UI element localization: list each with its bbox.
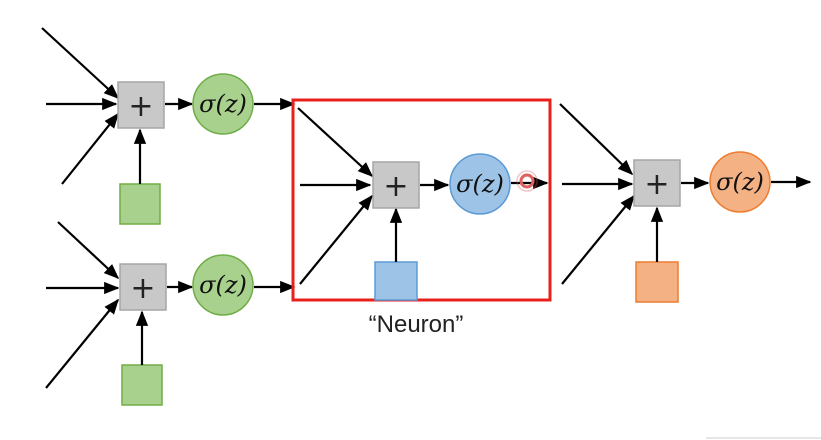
bias-square — [635, 261, 679, 303]
activation-label: σ(z) — [199, 90, 247, 118]
sum-box — [119, 263, 167, 311]
sum-symbol: + — [644, 167, 669, 202]
activation-node — [192, 73, 254, 135]
sum-box — [633, 159, 681, 207]
activation-label: σ(z) — [716, 168, 764, 196]
unit-top-left: + σ(z) — [41, 27, 254, 225]
sum-symbol: + — [130, 271, 155, 306]
activation-node — [192, 254, 254, 316]
input-arrow — [297, 107, 374, 178]
highlighted-neuron: + σ(z) — [291, 98, 552, 302]
bias-square — [374, 261, 418, 301]
input-arrow — [57, 221, 120, 280]
cursor-pointer — [519, 173, 535, 189]
input-arrow — [61, 112, 119, 185]
activation-node — [449, 153, 511, 215]
sum-symbol: + — [383, 169, 408, 204]
input-arrow — [561, 194, 635, 285]
cursor-glow — [516, 170, 538, 192]
neuron-highlight-box — [291, 98, 552, 302]
neuron-label: “Neuron” — [369, 311, 464, 338]
activation-node — [709, 151, 771, 213]
bias-square — [121, 364, 163, 406]
activation-label: σ(z) — [456, 170, 504, 198]
activation-label: σ(z) — [199, 271, 247, 299]
sum-box — [372, 161, 420, 209]
unit-bottom-left: + σ(z) — [45, 221, 254, 406]
input-arrow — [45, 298, 119, 389]
unit-right: + σ(z) — [559, 103, 812, 303]
sum-symbol: + — [128, 89, 153, 124]
input-arrow — [559, 103, 634, 176]
bias-square — [119, 183, 161, 225]
input-arrow — [299, 194, 373, 285]
sum-box — [117, 81, 165, 129]
input-arrow — [41, 27, 120, 100]
